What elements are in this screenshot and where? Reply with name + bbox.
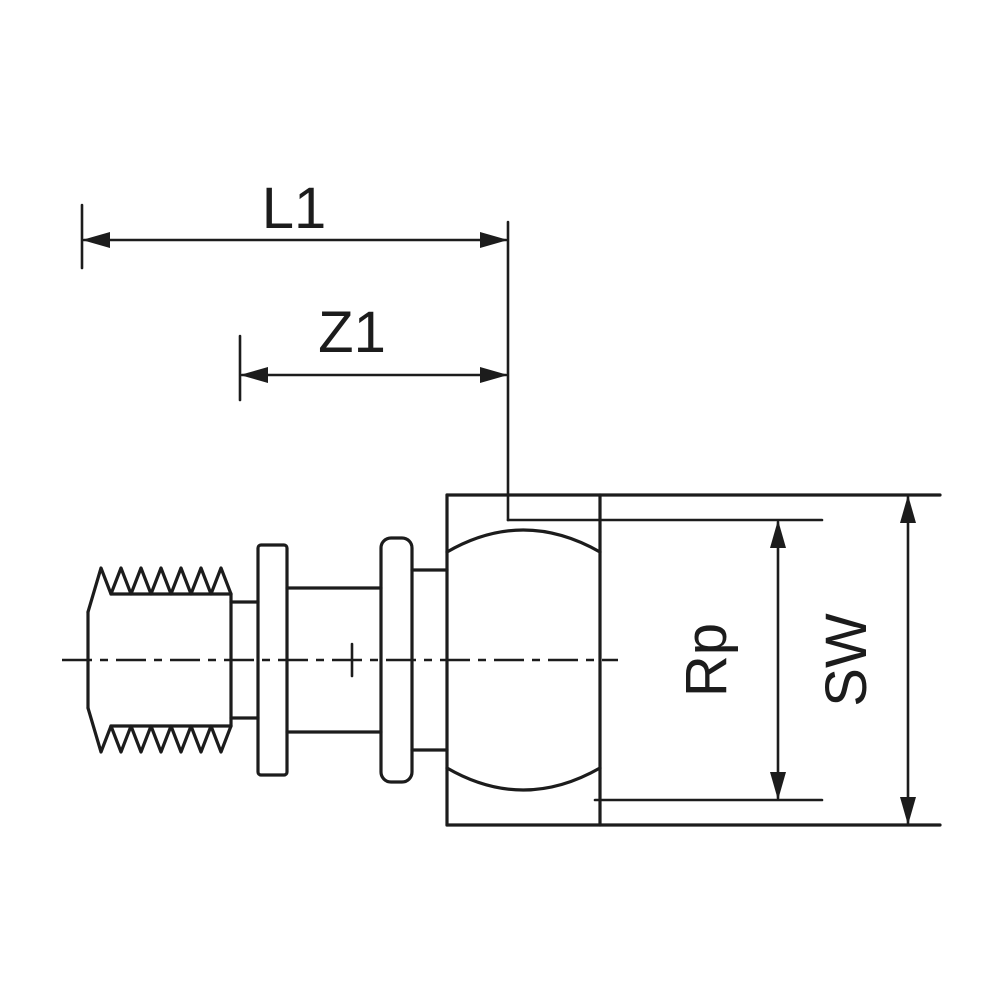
nut-neck: [410, 568, 449, 752]
dimension-label-l1: L1: [262, 176, 327, 241]
rib-profile-top: [86, 566, 233, 614]
sw-arrow-top: [900, 495, 916, 523]
male-ribbed-end: [86, 566, 233, 754]
dimension-label-rp: Rp: [674, 623, 739, 697]
dimension-label-sw: SW: [814, 613, 879, 707]
dimension-sw: SW: [814, 495, 916, 825]
centerline: [62, 642, 618, 678]
z1-arrow-right: [480, 367, 508, 383]
rib-profile-bottom: [86, 706, 233, 754]
dimension-rp: Rp: [506, 518, 824, 802]
dimension-z1: Z1: [238, 300, 508, 402]
nut-chamfer-arc-bottom: [445, 766, 602, 792]
dimension-label-z1: Z1: [318, 300, 386, 365]
stop-collar: [256, 543, 289, 777]
z1-arrow-left: [240, 367, 268, 383]
rp-arrow-bottom: [770, 772, 786, 800]
sleeve-cylinder: [285, 586, 383, 734]
flange-collar: [379, 536, 414, 784]
dimension-l1: L1: [80, 176, 510, 522]
rp-arrow-top: [770, 520, 786, 548]
sw-arrow-bottom: [900, 797, 916, 825]
l1-arrow-right: [480, 232, 508, 248]
nut-chamfer-arc-top: [445, 528, 602, 554]
fitting-body: [86, 493, 942, 827]
hex-nut: [445, 493, 942, 827]
l1-arrow-left: [82, 232, 110, 248]
neck-groove: [229, 600, 260, 720]
